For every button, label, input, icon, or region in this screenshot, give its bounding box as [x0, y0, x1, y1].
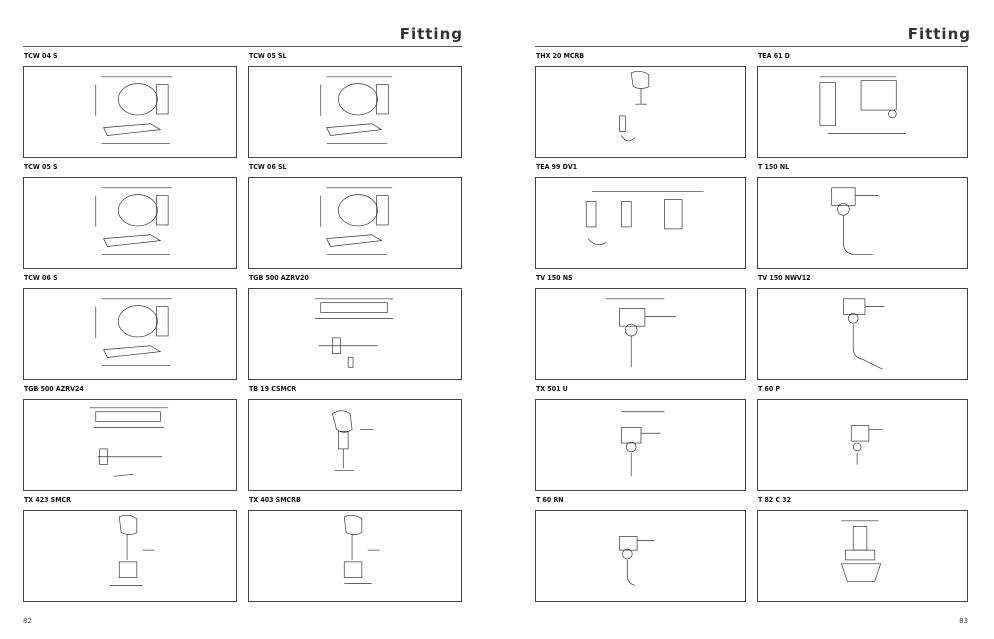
- product-code: TEA 61 D: [758, 52, 790, 60]
- flush-valve-drawing: [605, 298, 677, 368]
- toilet-seat-drawing: [320, 187, 393, 255]
- section-title: Fitting: [399, 25, 463, 43]
- technical-drawing: [248, 510, 462, 602]
- product-code: TCW 06 SL: [249, 163, 287, 171]
- flush-valve-drawing: [621, 411, 665, 477]
- product-code: THX 20 MCRB: [536, 52, 585, 60]
- product-cell: TCW 05 S: [23, 163, 237, 269]
- product-cell: TX 501 U: [535, 385, 746, 491]
- toilet-seat-drawing: [95, 187, 173, 255]
- product-cell: TGB 500 AZRV24: [23, 385, 237, 491]
- product-cell: TGB 500 AZRV20: [248, 274, 462, 380]
- product-cell: TB 19 CSMCR: [248, 385, 462, 491]
- product-code: T 60 P: [758, 385, 781, 393]
- page-number: 82: [23, 617, 32, 625]
- technical-drawing: [535, 399, 746, 491]
- product-code: TB 19 CSMCR: [249, 385, 297, 393]
- product-cell: T 82 C 32: [757, 496, 968, 602]
- technical-drawing: [248, 177, 462, 269]
- left-page: Fitting TCW 04 S TCW 05 SL TCW 05 S TCW …: [23, 25, 463, 625]
- product-code: TV 150 NWV12: [758, 274, 811, 282]
- product-code: TX 423 SMCR: [24, 496, 71, 504]
- product-cell: TX 403 SMCRB: [248, 496, 462, 602]
- hand-shower-drawing: [343, 514, 380, 584]
- product-cell: T 60 P: [757, 385, 968, 491]
- connector-drawing: [840, 520, 882, 582]
- grab-bar-drawing: [314, 298, 394, 368]
- valve-drawing: [585, 191, 704, 246]
- product-code: TGB 500 AZRV20: [249, 274, 309, 282]
- product-code: T 60 RN: [536, 496, 564, 504]
- section-title: Fitting: [907, 25, 971, 43]
- technical-drawing: [248, 66, 462, 158]
- product-cell: TCW 06 S: [23, 274, 237, 380]
- technical-drawing: [23, 66, 237, 158]
- product-cell: TEA 99 DV1: [535, 163, 746, 269]
- product-code: TCW 05 S: [24, 163, 58, 171]
- toilet-seat-drawing: [320, 76, 393, 144]
- technical-drawing: [535, 177, 746, 269]
- valve-drawing: [850, 425, 883, 465]
- product-code: TCW 04 S: [24, 52, 58, 60]
- technical-drawing: [248, 399, 462, 491]
- technical-drawing: [535, 66, 746, 158]
- product-code: T 150 NL: [758, 163, 790, 171]
- product-cell: TV 150 NS: [535, 274, 746, 380]
- product-code: TGB 500 AZRV24: [24, 385, 84, 393]
- title-rule: [535, 46, 968, 47]
- product-cell: T 60 RN: [535, 496, 746, 602]
- technical-drawing: [535, 510, 746, 602]
- hand-shower-drawing: [332, 410, 374, 471]
- product-code: TV 150 NS: [536, 274, 573, 282]
- technical-drawing: [757, 288, 968, 380]
- technical-drawing: [23, 510, 237, 602]
- page-number: 83: [959, 617, 968, 625]
- technical-drawing: [248, 288, 462, 380]
- product-cell: T 150 NL: [757, 163, 968, 269]
- flush-valve-drawing: [619, 536, 655, 586]
- technical-drawing: [535, 288, 746, 380]
- product-code: TCW 06 S: [24, 274, 58, 282]
- flush-valve-drawing: [843, 298, 885, 370]
- product-cell: TCW 04 S: [23, 52, 237, 158]
- valve-drawing: [819, 76, 907, 134]
- product-code: TX 403 SMCRB: [249, 496, 301, 504]
- product-cell: TCW 06 SL: [248, 163, 462, 269]
- technical-drawing: [757, 66, 968, 158]
- technical-drawing: [757, 510, 968, 602]
- technical-drawing: [23, 288, 237, 380]
- product-cell: TCW 05 SL: [248, 52, 462, 158]
- product-code: TCW 05 SL: [249, 52, 287, 60]
- technical-drawing: [23, 399, 237, 491]
- product-cell: TX 423 SMCR: [23, 496, 237, 602]
- grab-bar-drawing: [89, 407, 169, 477]
- title-rule: [23, 46, 462, 47]
- toilet-seat-drawing: [95, 76, 173, 144]
- product-code: TEA 99 DV1: [536, 163, 578, 171]
- toilet-seat-drawing: [95, 298, 173, 366]
- right-page: Fitting THX 20 MCRB TEA 61 D TEA 99 DV1 …: [497, 0, 994, 639]
- hand-shower-drawing: [619, 70, 650, 142]
- product-cell: TV 150 NWV12: [757, 274, 968, 380]
- product-code: TX 501 U: [536, 385, 568, 393]
- hand-shower-drawing: [109, 514, 155, 586]
- product-cell: TEA 61 D: [757, 52, 968, 158]
- flush-valve-drawing: [831, 187, 879, 255]
- technical-drawing: [757, 177, 968, 269]
- product-code: T 82 C 32: [758, 496, 792, 504]
- product-cell: THX 20 MCRB: [535, 52, 746, 158]
- technical-drawing: [23, 177, 237, 269]
- technical-drawing: [757, 399, 968, 491]
